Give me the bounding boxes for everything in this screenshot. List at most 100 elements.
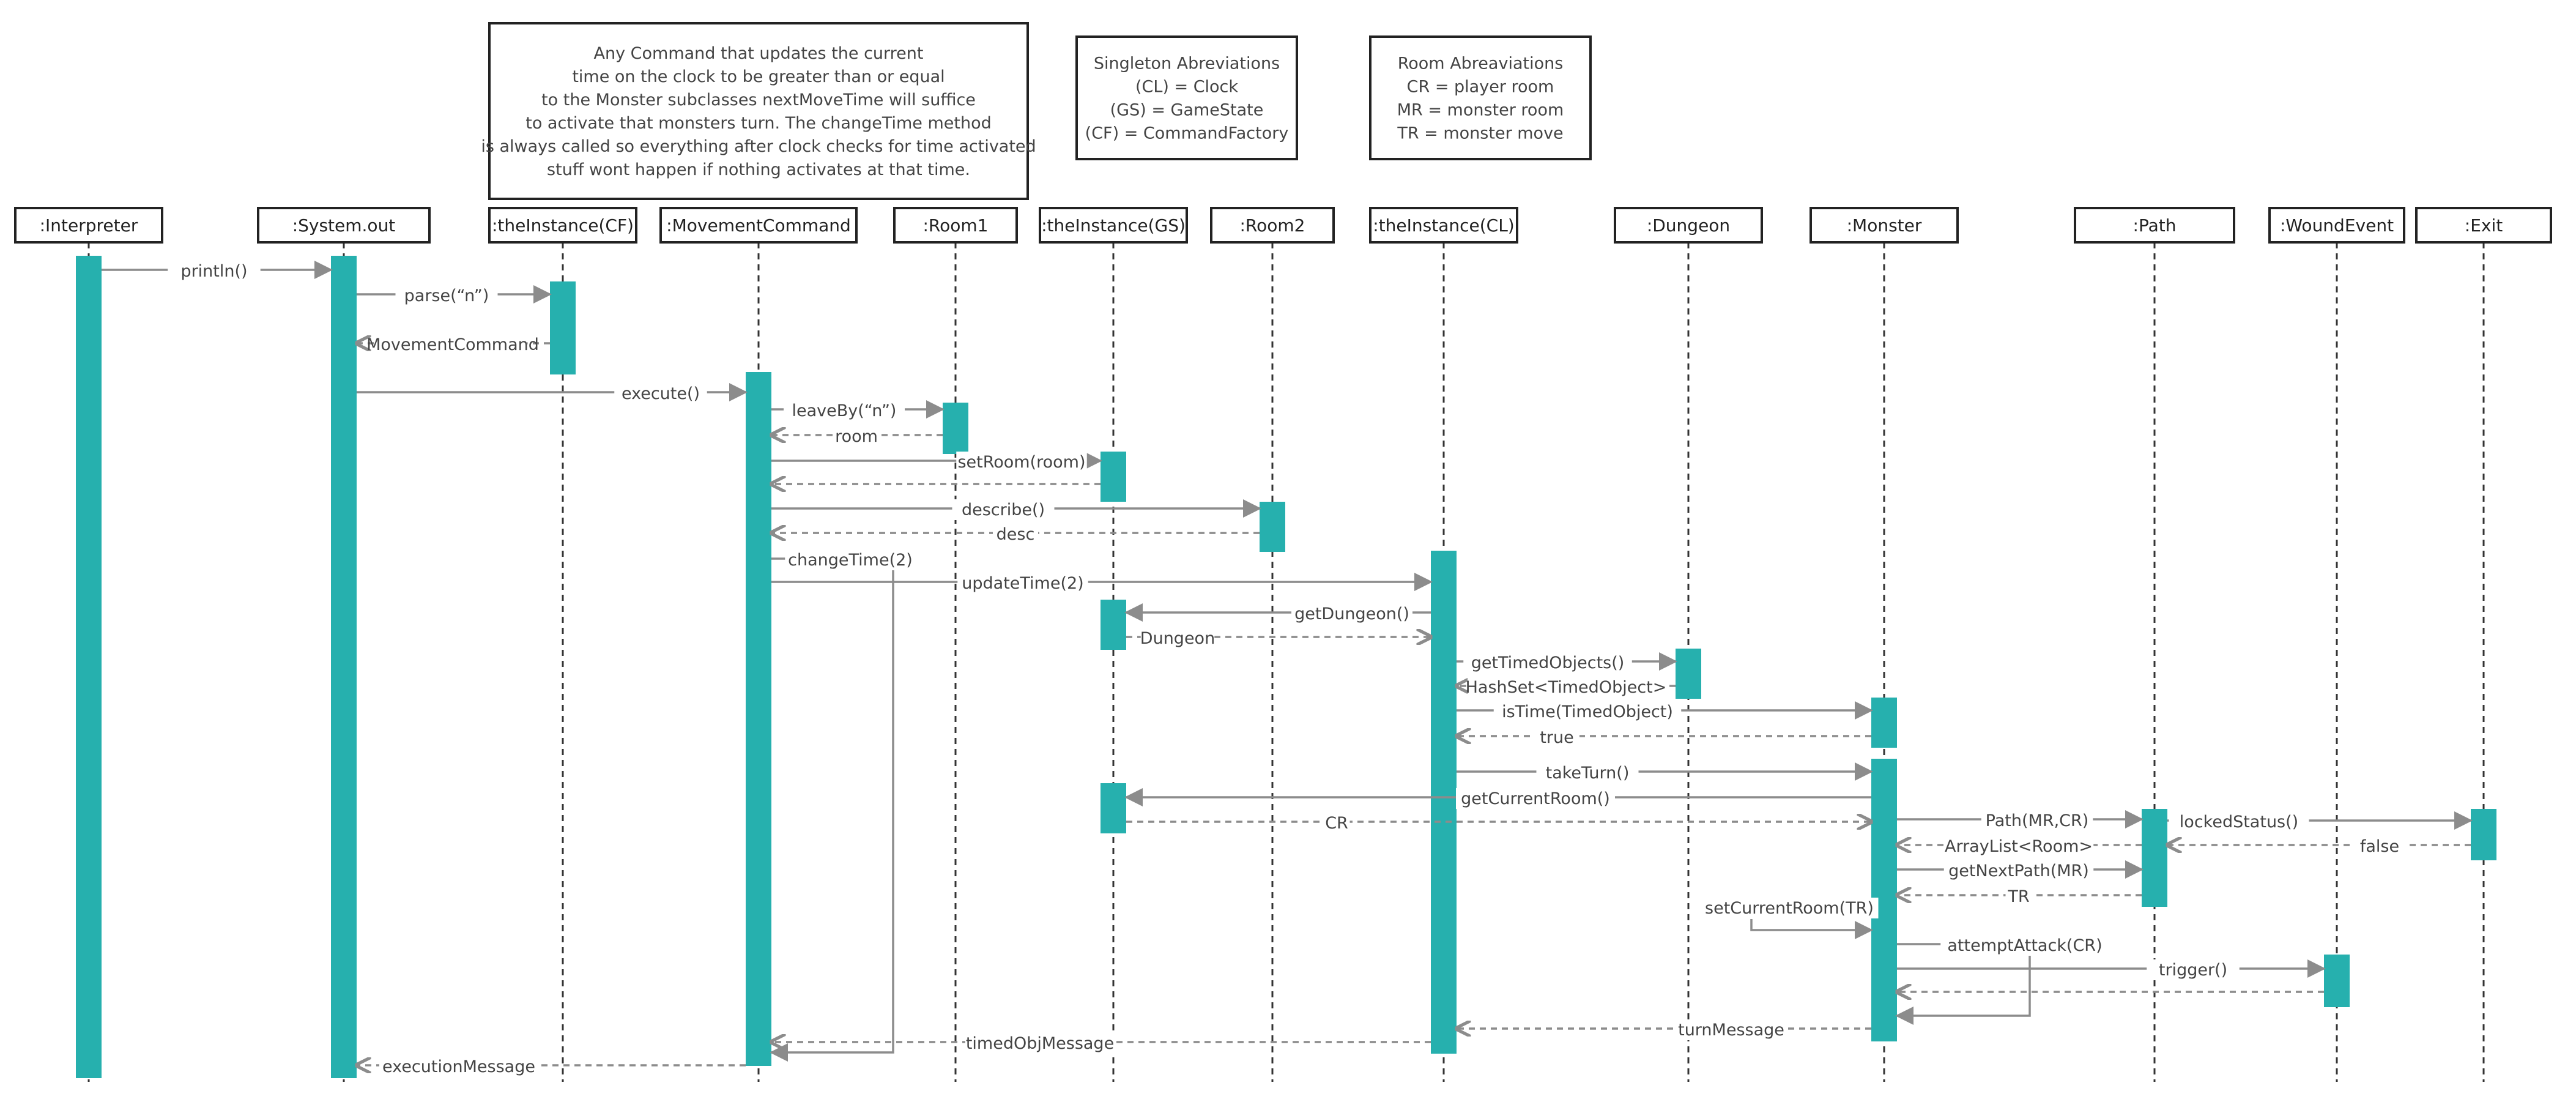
- message-33: timedObjMessage: [771, 1033, 1431, 1054]
- message-label: updateTime(2): [962, 574, 1083, 593]
- participant-label: :Monster: [1847, 215, 1922, 236]
- message-21: CR: [1126, 813, 1871, 833]
- message-label-bg: [1323, 813, 1350, 833]
- message-label-bg: [395, 285, 498, 306]
- command-note-line: is always called so everything after clo…: [481, 137, 1036, 156]
- activation-bar: [1101, 452, 1126, 502]
- message-label-bg: [1534, 727, 1579, 748]
- participant-header: [257, 207, 431, 244]
- singleton-note-line: (CF) = CommandFactory: [1085, 124, 1289, 143]
- participant-label: :Interpreter: [40, 215, 138, 236]
- participant-label: :MovementCommand: [666, 215, 851, 236]
- command-note-line: to activate that monsters turn. The chan…: [525, 114, 992, 133]
- message-label-bg: [957, 573, 1088, 594]
- message-label: getDungeon(): [1294, 605, 1409, 624]
- message-5: leaveBy(“n”): [771, 400, 945, 421]
- activation-bar: [1260, 502, 1285, 552]
- message-label-bg: [1940, 935, 2109, 956]
- participant-label: :Dungeon: [1647, 215, 1730, 236]
- participant-header: [893, 207, 1018, 244]
- message-label-bg: [1468, 677, 1665, 698]
- message-label-bg: [2169, 811, 2309, 832]
- message-24: false: [2167, 836, 2471, 857]
- activation-bar: [1871, 698, 1897, 748]
- message-14: Dungeon: [1126, 628, 1431, 649]
- message-label-bg: [1536, 762, 1639, 783]
- command-note-box: [488, 22, 1029, 200]
- message-19: takeTurn(): [1457, 762, 1873, 783]
- participant-header: [1810, 207, 1959, 244]
- message-label: Dungeon: [1140, 629, 1215, 648]
- participant-exit: :Exit: [2415, 207, 2552, 1082]
- participant-label: :Path: [2133, 215, 2177, 236]
- participant-path: :Path: [2074, 207, 2235, 1082]
- message-label: TR: [2007, 887, 2029, 906]
- message-label: setCurrentRoom(TR): [1705, 899, 1874, 918]
- message-label-bg: [956, 452, 1087, 472]
- message-label: lockedStatus(): [2180, 813, 2298, 832]
- participant-wound-event: :WoundEvent: [2268, 207, 2405, 1082]
- message-label-bg: [993, 524, 1038, 545]
- message-label: false: [2360, 837, 2399, 856]
- activation-bar: [550, 281, 576, 374]
- message-label-bg: [952, 499, 1055, 520]
- message-label: changeTime(2): [788, 551, 913, 570]
- message-4: execute(): [357, 383, 748, 404]
- message-label: setRoom(room): [957, 453, 1085, 472]
- room-note-line: TR = monster move: [1397, 124, 1563, 143]
- message-29: attemptAttack(CR): [1895, 935, 2109, 1025]
- message-label: getNextPath(MR): [1948, 862, 2089, 880]
- message-arrow: [771, 557, 894, 1052]
- message-11: changeTime(2): [771, 549, 916, 1052]
- participant-label: :Room2: [1240, 215, 1305, 236]
- activation-bar: [1101, 783, 1126, 833]
- activation-bar: [943, 403, 968, 454]
- message-label: desc: [997, 525, 1035, 544]
- participant-header: [2074, 207, 2235, 244]
- command-note-line: to the Monster subclasses nextMoveTime w…: [541, 91, 976, 110]
- participant-gs: :theInstance(GS): [1039, 207, 1188, 1082]
- activation-bar: [76, 256, 102, 1078]
- room-note-box: [1369, 35, 1592, 160]
- message-30: trigger(): [1897, 959, 2326, 980]
- participant-label: :WoundEvent: [2280, 215, 2394, 236]
- participant-dungeon: :Dungeon: [1614, 207, 1763, 1082]
- message-label: getCurrentRoom(): [1461, 789, 1610, 808]
- message-label: MovementCommand: [366, 335, 539, 354]
- participant-header: [1614, 207, 1763, 244]
- message-7: setRoom(room): [771, 452, 1102, 472]
- message-15: getTimedObjects(): [1457, 652, 1677, 673]
- message-label: describe(): [962, 501, 1045, 519]
- message-label-bg: [1943, 860, 2094, 881]
- singleton-note-box: [1075, 35, 1298, 160]
- message-20: getCurrentRoom(): [1124, 788, 1871, 809]
- participant-header: [2268, 207, 2405, 244]
- message-label-bg: [1943, 836, 2094, 857]
- message-label: executionMessage: [382, 1057, 535, 1076]
- singleton-note-line: (CL) = Clock: [1135, 78, 1238, 97]
- singleton-note-line: (GS) = GameState: [1110, 101, 1264, 120]
- command-note-line: stuff wont happen if nothing activates a…: [547, 160, 970, 179]
- participant-header: [659, 207, 858, 244]
- message-label: getTimedObjects(): [1471, 653, 1625, 672]
- room-note-line: Room Abreaviations: [1398, 54, 1564, 73]
- message-17: isTime(TimedObject): [1457, 701, 1873, 722]
- singleton-note: Singleton Abreviations(CL) = Clock(GS) =…: [1075, 35, 1298, 160]
- message-label: trigger(): [2159, 961, 2227, 980]
- activation-bar: [2142, 809, 2167, 907]
- participant-header: [1039, 207, 1188, 244]
- command-note: Any Command that updates the currenttime…: [481, 22, 1036, 200]
- activation-bar: [1676, 649, 1701, 699]
- message-label-bg: [614, 383, 707, 404]
- message-label-bg: [965, 1033, 1115, 1054]
- message-label: CR: [1325, 814, 1348, 833]
- message-label-bg: [1700, 898, 1879, 918]
- message-10: desc: [771, 524, 1260, 545]
- participant-header: [14, 207, 163, 244]
- message-label: room: [835, 427, 878, 446]
- message-34: executionMessage: [357, 1056, 746, 1077]
- message-25: ArrayList<Room>: [1897, 836, 2142, 857]
- participant-label: :theInstance(CF): [492, 215, 634, 236]
- participant-label: :theInstance(GS): [1041, 215, 1186, 236]
